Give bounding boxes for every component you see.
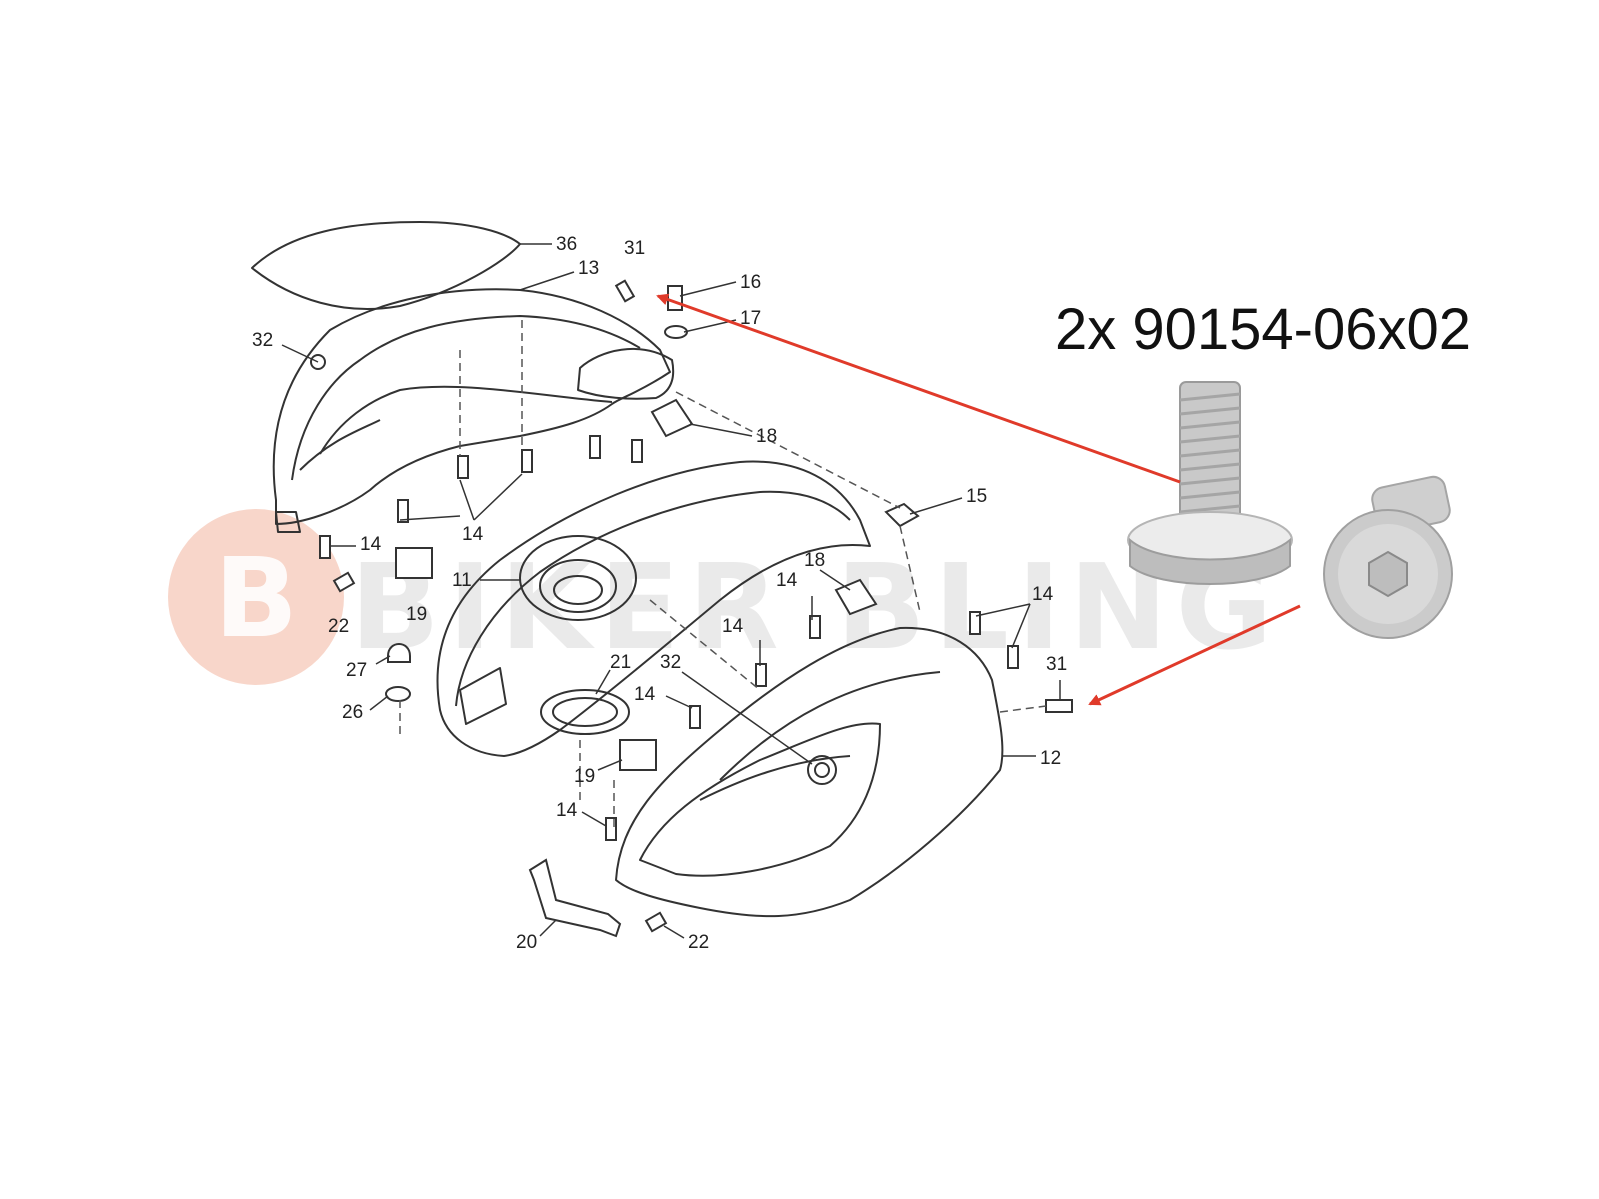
watermark-logo-letter: B xyxy=(214,534,298,662)
watermark: B BIKER BLING xyxy=(168,509,1280,685)
callout-13: 13 xyxy=(578,258,599,279)
callout-20: 20 xyxy=(516,932,537,953)
callout-22-left: 22 xyxy=(328,616,349,637)
callout-11: 11 xyxy=(452,570,472,591)
ring-21-shape xyxy=(540,689,630,735)
callout-14-e: 14 xyxy=(722,616,744,637)
callout-12: 12 xyxy=(1040,748,1061,769)
assembly-lines xyxy=(399,320,1047,830)
callout-16: 16 xyxy=(740,272,761,293)
callout-14-b: 14 xyxy=(360,534,382,555)
callout-22-bottom: 22 xyxy=(688,932,709,953)
bracket-20-shape xyxy=(528,858,622,938)
small-parts xyxy=(395,398,920,938)
callout-36: 36 xyxy=(556,234,577,255)
callout-15: 15 xyxy=(966,486,987,507)
callout-26: 26 xyxy=(342,702,363,723)
sticker-36-shape xyxy=(251,221,521,310)
callout-14-a: 14 xyxy=(462,524,484,545)
bolt-photo-side xyxy=(1127,381,1293,585)
callout-19-left: 19 xyxy=(406,604,427,625)
callout-18-mid: 18 xyxy=(804,550,825,571)
leader-lines xyxy=(281,243,1061,939)
block-19-left-shape xyxy=(395,547,433,579)
callout-27: 27 xyxy=(346,660,367,681)
watermark-text: BIKER BLING xyxy=(350,538,1280,676)
red-arrow-to-top-bolt xyxy=(656,293,1181,484)
top-cover-part xyxy=(251,221,675,533)
emblem-shape xyxy=(807,755,837,785)
callout-32-left: 32 xyxy=(252,330,273,351)
callout-14-d: 14 xyxy=(1032,584,1054,605)
callout-14-g: 14 xyxy=(556,800,578,821)
callout-14-c: 14 xyxy=(776,570,798,591)
pad-18-mid-shape xyxy=(834,578,878,616)
callout-labels: 36 31 13 16 17 32 18 15 14 14 19 11 22 1… xyxy=(252,234,1067,953)
callout-31-top: 31 xyxy=(624,238,645,259)
callout-31-right: 31 xyxy=(1046,654,1067,675)
callout-17: 17 xyxy=(740,308,761,329)
callout-14-f: 14 xyxy=(634,684,656,705)
fuel-tank-part xyxy=(436,460,871,757)
red-arrow-to-side-bolt xyxy=(1088,604,1301,706)
block-19-mid-shape xyxy=(619,739,657,771)
callout-32-mid: 32 xyxy=(660,652,681,673)
bolt-photo-head xyxy=(1323,475,1453,639)
fasteners xyxy=(319,279,1073,933)
callout-21: 21 xyxy=(610,652,631,673)
pad-18-top-shape xyxy=(650,398,694,438)
part-number-headline: 2x 90154-06x02 xyxy=(1055,297,1471,362)
watermark-logo-icon xyxy=(168,509,344,685)
hex-socket-icon xyxy=(1368,550,1408,598)
callout-19-mid: 19 xyxy=(574,766,595,787)
callout-18-top: 18 xyxy=(756,426,777,447)
side-cover-part xyxy=(615,626,1004,918)
nut-15-shape xyxy=(884,502,920,528)
